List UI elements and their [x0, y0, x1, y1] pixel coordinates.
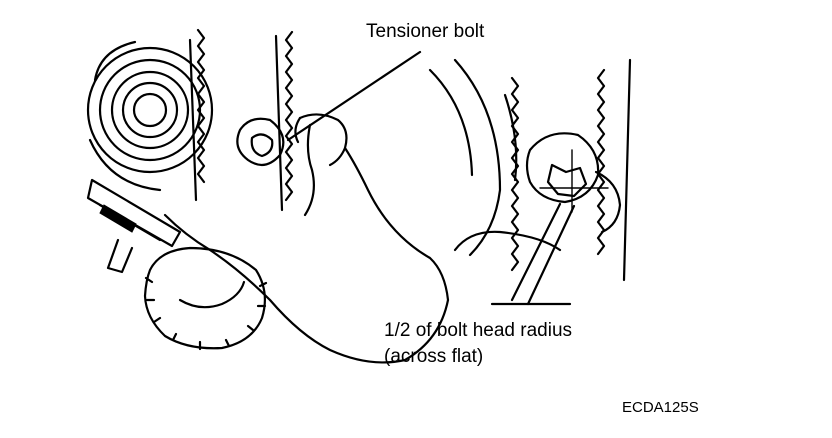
tensioner-bolt-label: Tensioner bolt	[366, 21, 485, 42]
across-flat-label: (across flat)	[384, 346, 484, 367]
tensioner-bolt-right	[525, 132, 622, 234]
housing-arcs	[428, 58, 518, 257]
hand	[163, 113, 450, 364]
bolt-head-radius-label: 1/2 of bolt head radius	[384, 320, 573, 341]
tensioner-bolt-left	[236, 117, 285, 167]
tensioner-bolt-leader	[286, 50, 422, 142]
idler-pulley	[86, 40, 214, 192]
figure-code: ECDA125S	[622, 399, 699, 416]
wrench-handle	[86, 178, 182, 274]
timing-belt-left	[188, 28, 294, 212]
wrench-extension	[510, 202, 576, 306]
timing-belt-right	[453, 58, 632, 282]
crank-sprocket	[143, 246, 268, 351]
